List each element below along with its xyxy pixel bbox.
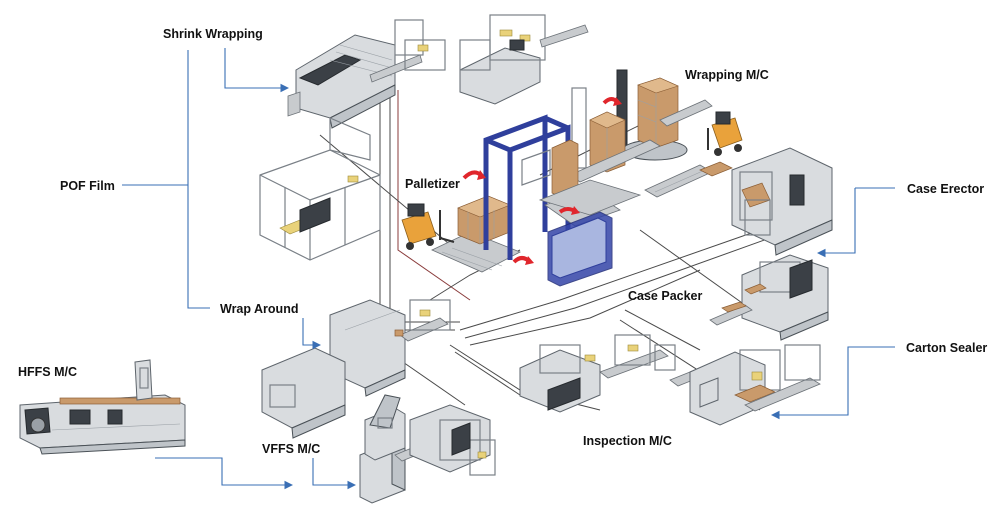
- label-pof-film: POF Film: [60, 179, 115, 193]
- label-vffs-mc: VFFS M/C: [262, 442, 320, 456]
- stretch-wrapping-machine: [569, 69, 713, 183]
- forklift-icon: [707, 111, 743, 156]
- case-erector-machine: [644, 147, 833, 256]
- palletizer-machine: [431, 114, 642, 287]
- inspection-machine: [519, 334, 676, 413]
- label-case-erector: Case Erector: [907, 182, 984, 196]
- case-packer-machine: [709, 254, 829, 341]
- callout-lines: [122, 48, 895, 490]
- label-hffs-mc: HFFS M/C: [18, 365, 77, 379]
- wrap-around-frame-machine: [259, 117, 381, 261]
- hffs-machine: [19, 359, 186, 455]
- label-wrapping-mc: Wrapping M/C: [685, 68, 769, 82]
- label-case-packer: Case Packer: [628, 289, 703, 303]
- wrap-around-machine: [261, 299, 451, 439]
- label-palletizer: Palletizer: [405, 177, 460, 191]
- label-shrink-wrapping: Shrink Wrapping: [163, 27, 263, 41]
- carton-sealer-machine: [669, 344, 821, 426]
- label-wrap-around: Wrap Around: [220, 302, 298, 316]
- shrink-wrapping-machine: [287, 14, 589, 129]
- forklift-icon: [401, 203, 455, 250]
- label-carton-sealer: Carton Sealer: [906, 341, 987, 355]
- vffs-machine: [359, 394, 496, 504]
- label-inspection-mc: Inspection M/C: [583, 434, 672, 448]
